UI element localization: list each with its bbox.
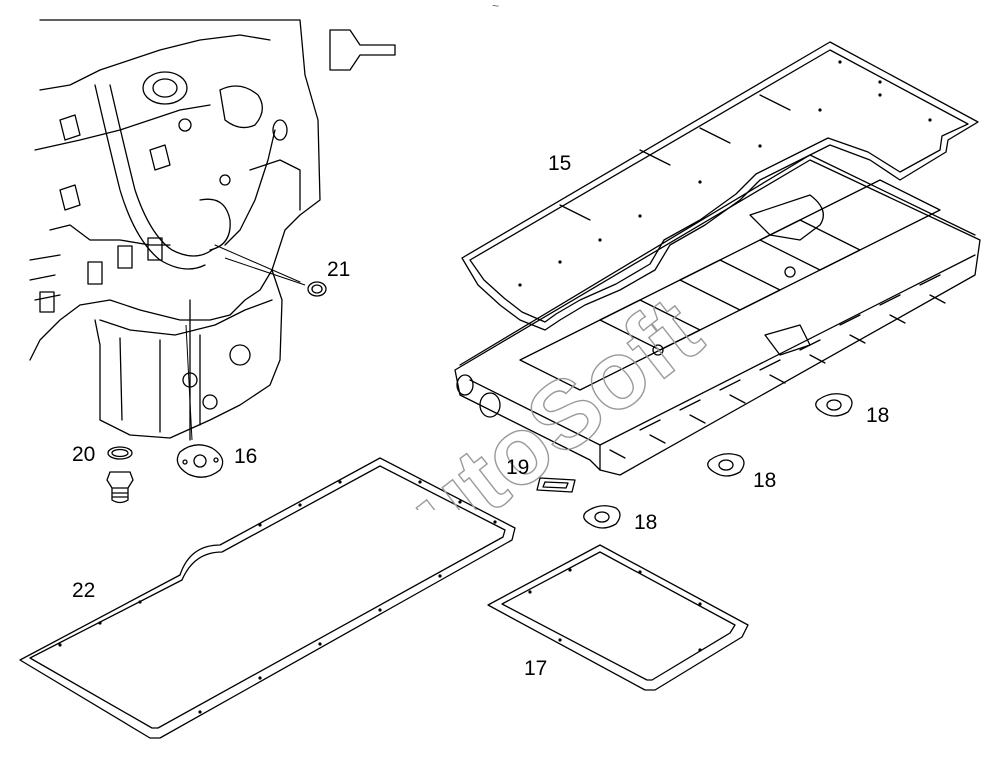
engine-block [29, 19, 396, 361]
bolt-holes [58, 60, 932, 714]
callout-16: 16 [234, 445, 258, 468]
bedplate [454, 154, 981, 476]
header-mark: ~ [492, 0, 500, 13]
seal-ring-21 [307, 281, 327, 297]
callout-19: 19 [506, 456, 530, 479]
callout-17: 17 [524, 657, 548, 680]
callout-15: 15 [548, 152, 572, 175]
gasket-19 [536, 477, 576, 493]
drain-plug-20 [106, 446, 134, 504]
gasket-15 [461, 41, 979, 331]
callout-21: 21 [327, 258, 351, 281]
gasket-22 [19, 457, 516, 739]
callout-22: 22 [72, 579, 96, 602]
callout-18-c: 18 [634, 511, 658, 534]
callout-20: 20 [72, 443, 96, 466]
callout-18-b: 18 [753, 469, 777, 492]
gasket-18-c [583, 505, 621, 529]
gasket-16 [176, 444, 224, 478]
gasket-17 [487, 544, 749, 691]
oil-sump [94, 244, 301, 441]
gasket-18-a [815, 393, 853, 417]
gasket-18-b [707, 453, 745, 477]
leader-lines [185, 257, 306, 441]
callout-18-a: 18 [866, 404, 890, 427]
